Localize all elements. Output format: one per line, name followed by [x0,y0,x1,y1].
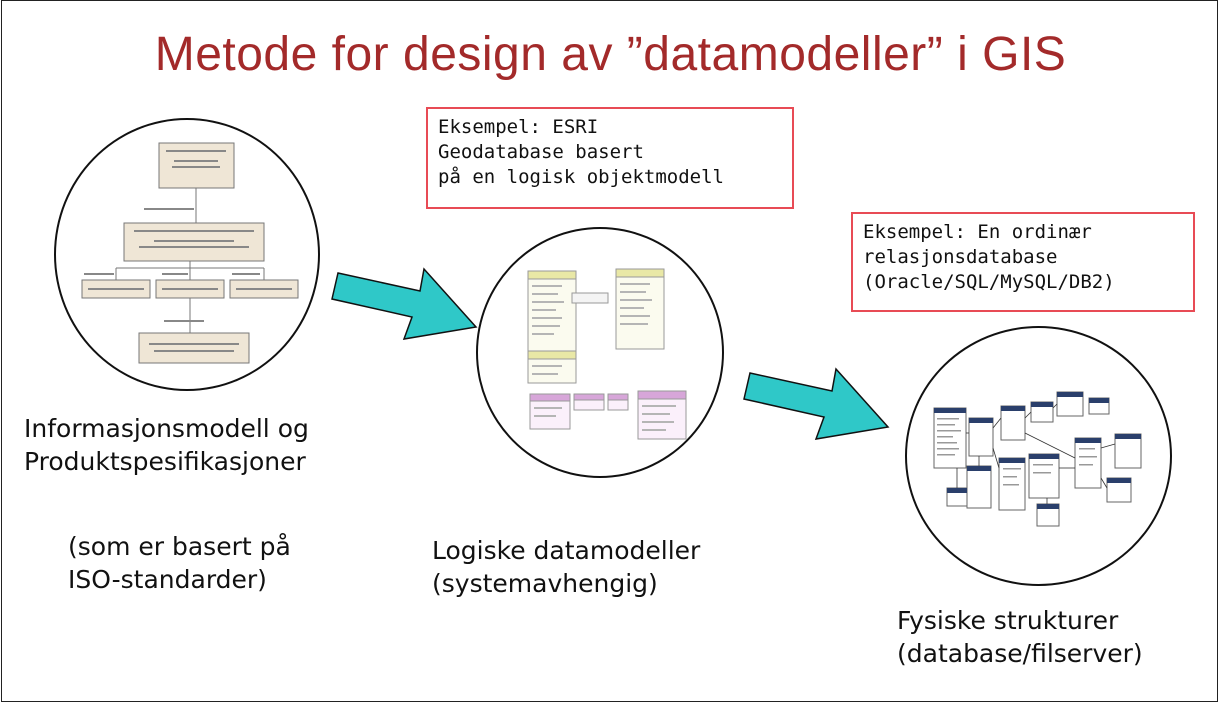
uml-diagram-thumbnail [81,142,299,364]
right-arrow-icon [331,267,478,340]
label-line: (database/filserver) [897,639,1143,668]
label-line: (systemavhengig) [432,569,658,598]
callout-line: (Oracle/SQL/MySQL/DB2) [863,271,1115,293]
physical-structures-label: Fysiske strukturer (database/filserver) [897,604,1143,670]
label-line: Informasjonsmodell og [24,414,309,443]
iso-note-label: (som er basert på ISO-standarder) [68,530,291,596]
esri-example-callout: Eksempel: ESRI Geodatabase basert på en … [426,107,794,209]
logical-model-thumbnail [527,268,687,440]
information-model-circle [54,118,320,391]
database-schema-thumbnail [933,391,1142,527]
callout-line: på en logisk objektmodell [438,166,724,188]
callout-line: relasjonsdatabase [863,246,1058,268]
label-line: ISO-standarder) [68,565,267,594]
relational-example-callout: Eksempel: En ordinær relasjonsdatabase (… [851,212,1195,312]
label-line: Produktspesifikasjoner [24,447,306,476]
label-line: Logiske datamodeller [432,536,701,565]
right-arrow-icon [743,367,890,440]
callout-line: Eksempel: En ordinær [863,221,1092,243]
physical-structures-circle [905,326,1172,586]
callout-line: Geodatabase basert [438,141,644,163]
label-line: Fysiske strukturer [897,606,1119,635]
callout-line: Eksempel: ESRI [438,116,599,138]
information-model-label: Informasjonsmodell og Produktspesifikasj… [24,412,309,478]
label-line: (som er basert på [68,532,291,561]
slide-title: Metode for design av ”datamodeller” i GI… [154,28,1067,81]
logical-models-label: Logiske datamodeller (systemavhengig) [432,534,700,600]
logical-models-circle [476,227,724,478]
